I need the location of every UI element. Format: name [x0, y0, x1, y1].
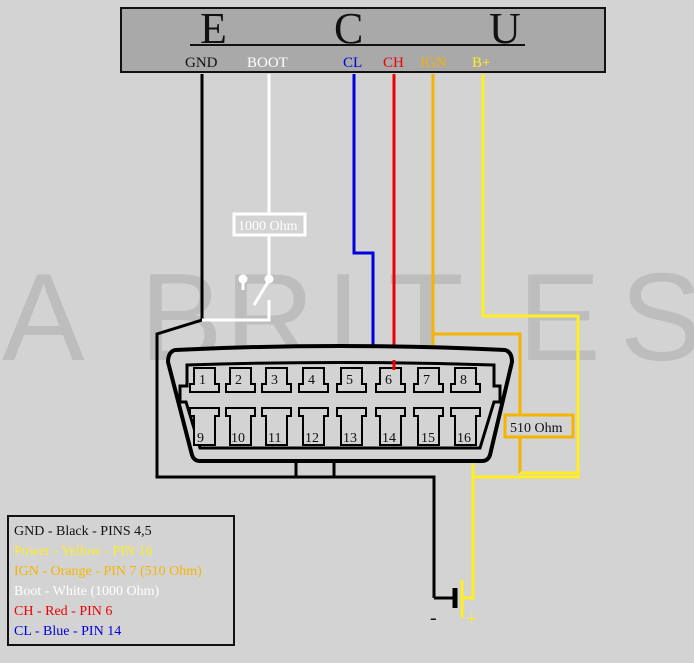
pin-number: 16 [457, 431, 471, 446]
pin-number: 8 [460, 373, 467, 388]
legend-gnd: GND - Black - PINS 4,5 [14, 524, 152, 539]
battery-symbol: - + [430, 580, 477, 630]
resistor-label-ign: 510 Ohm [510, 421, 563, 436]
pin-number: 5 [346, 373, 353, 388]
pin-number: 2 [235, 373, 242, 388]
pin-number: 15 [421, 431, 435, 446]
battery-plus-label: + [466, 608, 477, 630]
signal-label-boot: BOOT [247, 55, 288, 71]
pin-number: 11 [268, 431, 281, 446]
pin-number: 9 [197, 431, 204, 446]
legend-ch: CH - Red - PIN 6 [14, 604, 112, 619]
legend-power: Power - Yellow - PIN 16 [14, 544, 152, 559]
legend-ign: IGN - Orange - PIN 7 (510 Ohm) [14, 564, 202, 579]
pin-number: 12 [305, 431, 319, 446]
pin-number: 3 [271, 373, 278, 388]
signal-label-bplus: B+ [472, 55, 490, 71]
pin-number: 7 [423, 373, 430, 388]
resistor-label-boot: 1000 Ohm [238, 219, 298, 234]
battery-minus-label: - [430, 607, 437, 629]
legend-cl: CL - Blue - PIN 14 [14, 624, 121, 639]
pin-row-bottom [189, 407, 481, 446]
signal-label-ch: CH [383, 55, 404, 71]
ecu-box: E C U GND BOOT CL CH IGN B+ [120, 4, 606, 73]
signal-label-gnd: GND [185, 55, 218, 71]
watermark-letter: A [2, 249, 87, 387]
resistor-510-ohm: 510 Ohm [503, 413, 575, 439]
pin-number: 10 [231, 431, 245, 446]
pin-number: 14 [382, 431, 396, 446]
signal-label-ign: IGN [420, 55, 447, 71]
pin-number: 1 [199, 373, 206, 388]
watermark-letter: E [518, 249, 603, 387]
bplus-wire [462, 74, 580, 600]
pin-number: 13 [343, 431, 357, 446]
resistor-1000-ohm: 1000 Ohm [232, 212, 307, 237]
pin-number: 6 [385, 373, 392, 388]
legend: GND - Black - PINS 4,5 Power - Yellow - … [7, 515, 235, 646]
boot-wire [202, 74, 274, 322]
obd-connector: 1 2 3 4 5 6 7 8 9 10 11 12 13 14 15 16 [165, 344, 515, 463]
legend-boot: Boot - White (1000 Ohm) [14, 584, 160, 599]
pin-number: 4 [308, 373, 315, 388]
pin-row-top [189, 367, 481, 393]
watermark-letter: S [620, 249, 694, 387]
signal-label-cl: CL [343, 55, 362, 71]
